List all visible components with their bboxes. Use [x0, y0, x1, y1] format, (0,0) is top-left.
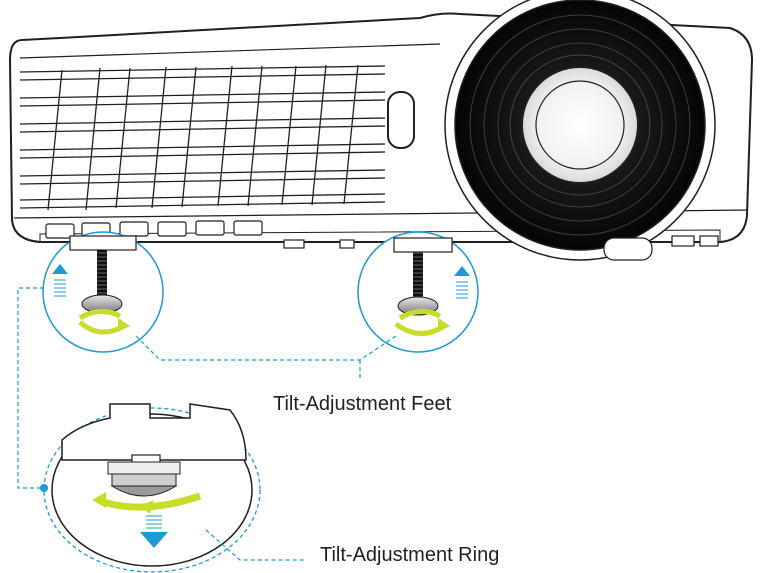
feet-label: Tilt-Adjustment Feet	[273, 393, 452, 415]
right-foot-callout	[357, 231, 479, 353]
right-foot-screw	[413, 252, 423, 298]
ring-label: Tilt-Adjustment Ring	[320, 544, 500, 566]
left-foot-screw	[97, 250, 107, 298]
feet-leader-line	[135, 335, 397, 378]
right-up-arrow-icon	[454, 266, 470, 276]
lens-glass	[521, 66, 639, 184]
ring-leader-line	[205, 529, 306, 561]
ir-sensor-window	[387, 91, 415, 149]
left-up-arrow-icon	[52, 264, 68, 274]
ventilation-grille	[19, 64, 386, 211]
bottom-bumpers	[45, 220, 719, 261]
ring-zoom-callout	[43, 403, 261, 573]
left-foot-callout	[42, 231, 164, 353]
zoom-leader-dot	[40, 484, 48, 492]
zoom-leader-line	[17, 287, 44, 489]
lens-assembly	[444, 0, 716, 261]
ring-down-arrow-icon	[140, 532, 168, 548]
